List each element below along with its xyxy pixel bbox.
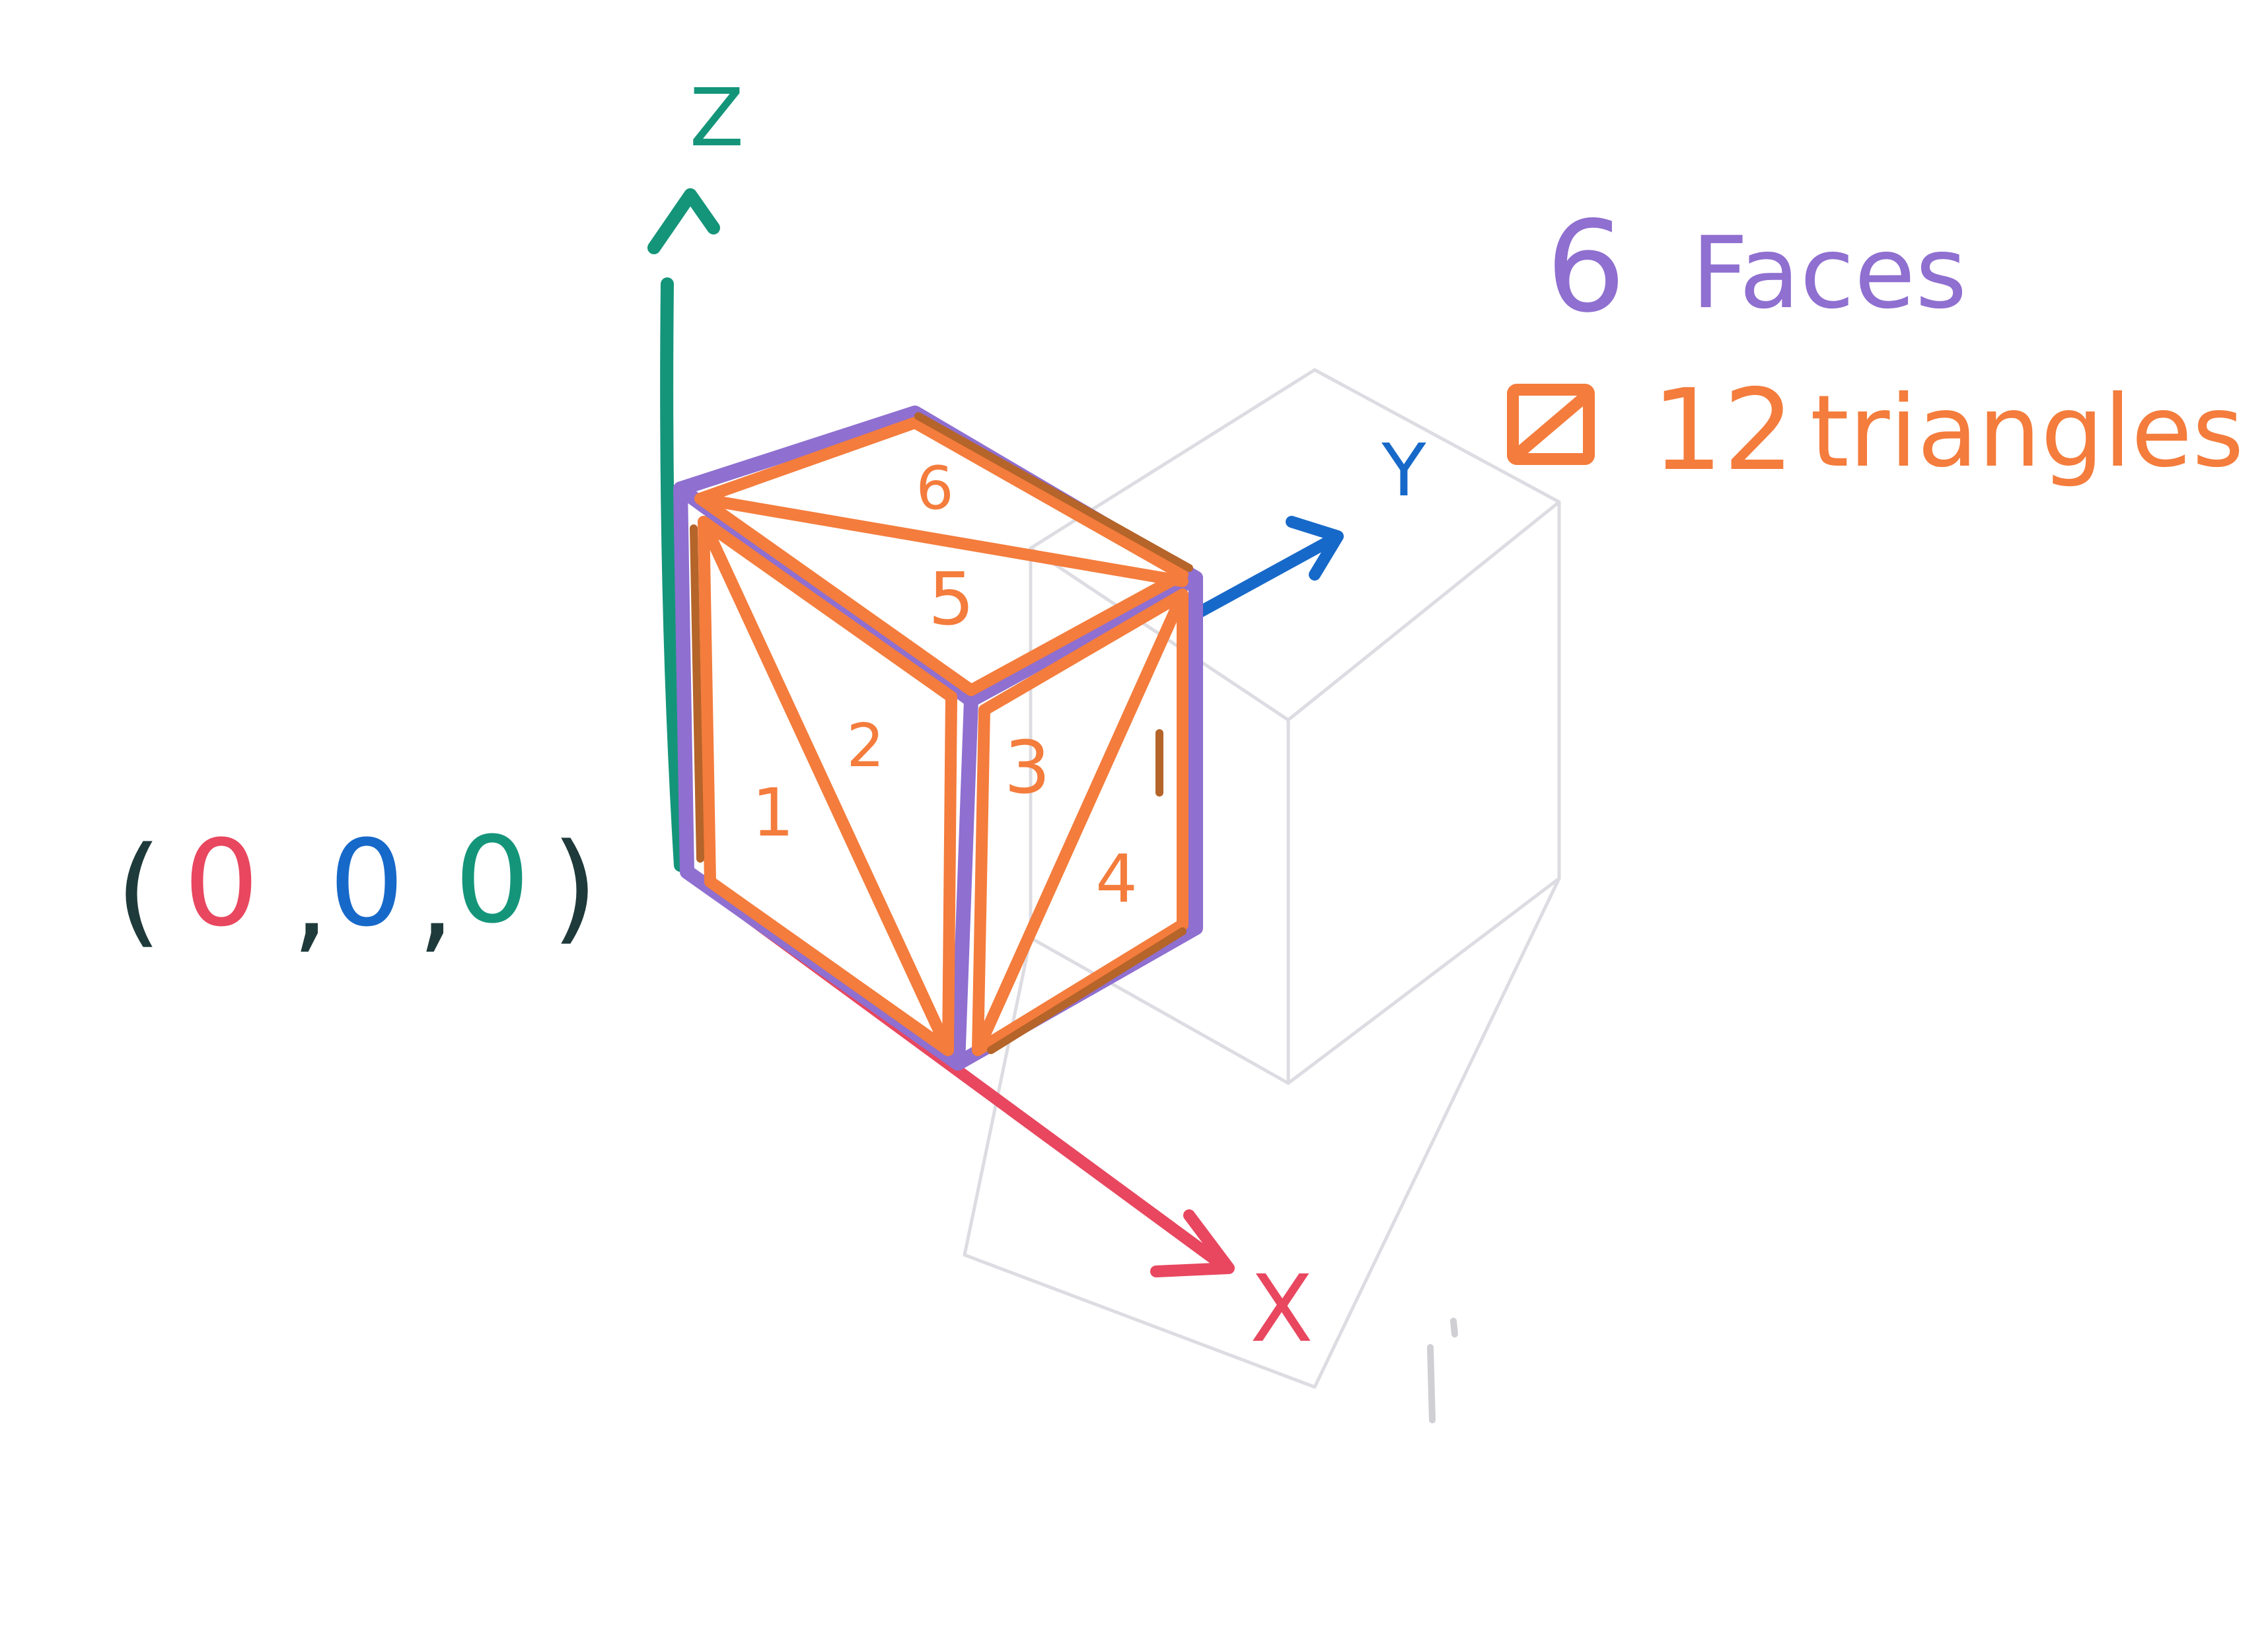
triangle-number-1: 1 bbox=[752, 774, 794, 851]
origin-z-value: 0 bbox=[455, 812, 530, 950]
triangulated-square-icon bbox=[1507, 384, 1595, 465]
triangle-number-3: 3 bbox=[1004, 725, 1050, 810]
triangles-word: triangles bbox=[1810, 374, 2244, 489]
triangle-number-4: 4 bbox=[1095, 840, 1138, 917]
triangle-number-2: 2 bbox=[846, 711, 884, 781]
y-axis-label: Y bbox=[1381, 428, 1426, 513]
shadow-edges bbox=[690, 412, 1193, 1054]
triangles-count: 12 bbox=[1652, 365, 1794, 496]
faces-count: 6 bbox=[1546, 194, 1626, 340]
triangles-note: 12 triangles bbox=[1652, 365, 2244, 496]
top-face-diagonal bbox=[694, 493, 1189, 587]
x-axis-arrowhead bbox=[1150, 1209, 1235, 1277]
left-face-diagonal bbox=[698, 516, 954, 1056]
origin-label: ( 0 , 0 , 0 ) bbox=[116, 812, 598, 966]
stray-marks bbox=[1427, 1318, 1458, 1423]
right-face-diagonal bbox=[972, 588, 1189, 1056]
origin-close-paren: ) bbox=[552, 818, 598, 956]
x-axis-label: X bbox=[1250, 1256, 1313, 1363]
triangle-numbers: 1 2 3 4 5 6 bbox=[752, 454, 1138, 917]
triangle-number-5: 5 bbox=[928, 557, 974, 641]
origin-open-paren: ( bbox=[116, 822, 162, 960]
faces-word: Faces bbox=[1691, 216, 1967, 331]
z-axis bbox=[647, 188, 720, 872]
faces-note: 6 Faces bbox=[1546, 194, 1967, 340]
z-axis-label: Z bbox=[690, 73, 744, 164]
y-axis bbox=[1190, 516, 1344, 620]
triangle-number-6: 6 bbox=[916, 454, 953, 523]
origin-comma-2: , bbox=[417, 828, 455, 966]
origin-y-value: 0 bbox=[329, 815, 405, 953]
y-axis-arrowhead bbox=[1286, 516, 1344, 581]
triangle-edges bbox=[694, 417, 1189, 1056]
z-axis-arrowhead bbox=[647, 188, 720, 254]
origin-comma-1: , bbox=[291, 828, 329, 966]
origin-x-value: 0 bbox=[184, 815, 260, 953]
